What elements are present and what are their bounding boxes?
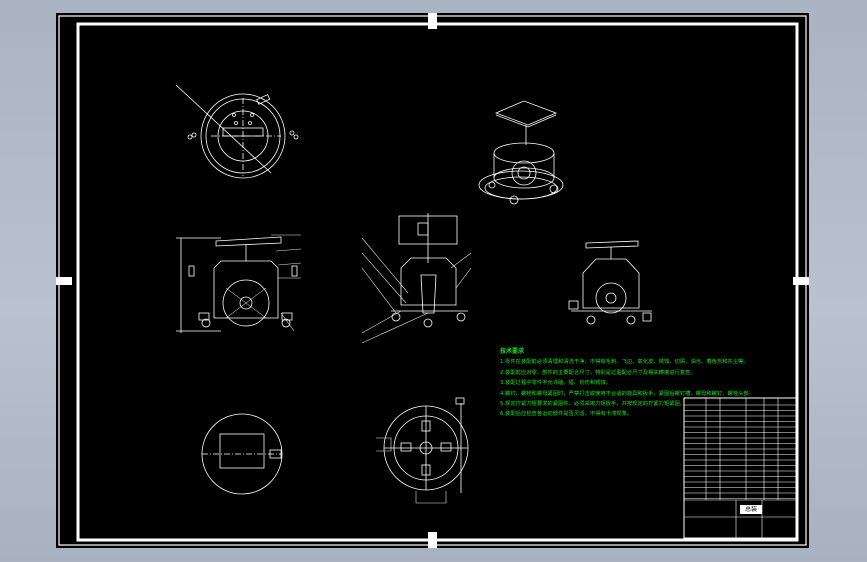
front-section-view [176, 234, 302, 333]
note-line: 5.规定拧紧力矩要求的紧固件，必须采用力矩扳手，并按规定的拧紧力矩紧固。 [500, 401, 686, 408]
center-mark-left [56, 277, 72, 285]
bottom-view-left [201, 413, 283, 495]
drawing-name: 总装 [740, 505, 762, 514]
center-mark-top [428, 13, 437, 29]
notes-title: 技术要求 [500, 348, 525, 355]
cad-drawing [56, 13, 809, 548]
parts-list-rows [684, 404, 797, 499]
inner-frame [76, 22, 799, 542]
technical-notes: 技术要求 1.零件在装配前必须清理和清洗干净，不得有毛刺、飞边、氧化皮、锈蚀、切… [500, 347, 750, 420]
center-mark-bottom [428, 532, 437, 548]
center-mark-right [793, 277, 809, 285]
isometric-view [478, 100, 564, 205]
note-line: 2.装配前应对零、部件的主要配合尺寸，特别是过盈配合尺寸及相关精度进行复查。 [500, 369, 696, 376]
top-view [175, 84, 299, 179]
bottom-section-center [376, 397, 469, 504]
side-view [568, 240, 652, 325]
center-section-view [361, 213, 472, 344]
note-line: 6.装配后应检查各运动部件是否灵活，不得有卡滞现象。 [500, 411, 633, 418]
note-line: 1.零件在装配前必须清理和清洗干净，不得有毛刺、飞边、氧化皮、锈蚀、切屑、油污、… [500, 359, 749, 366]
drawing-sheet: 技术要求 1.零件在装配前必须清理和清洗干净，不得有毛刺、飞边、氧化皮、锈蚀、切… [56, 13, 809, 548]
note-line: 3.装配过程中零件不允许磕、碰、划伤和锈蚀。 [500, 380, 611, 387]
note-line: 4.螺钉、螺栓和螺母紧固时，严禁打击或使用不合适的旋具和扳手，紧固后螺钉槽、螺母… [500, 390, 750, 397]
